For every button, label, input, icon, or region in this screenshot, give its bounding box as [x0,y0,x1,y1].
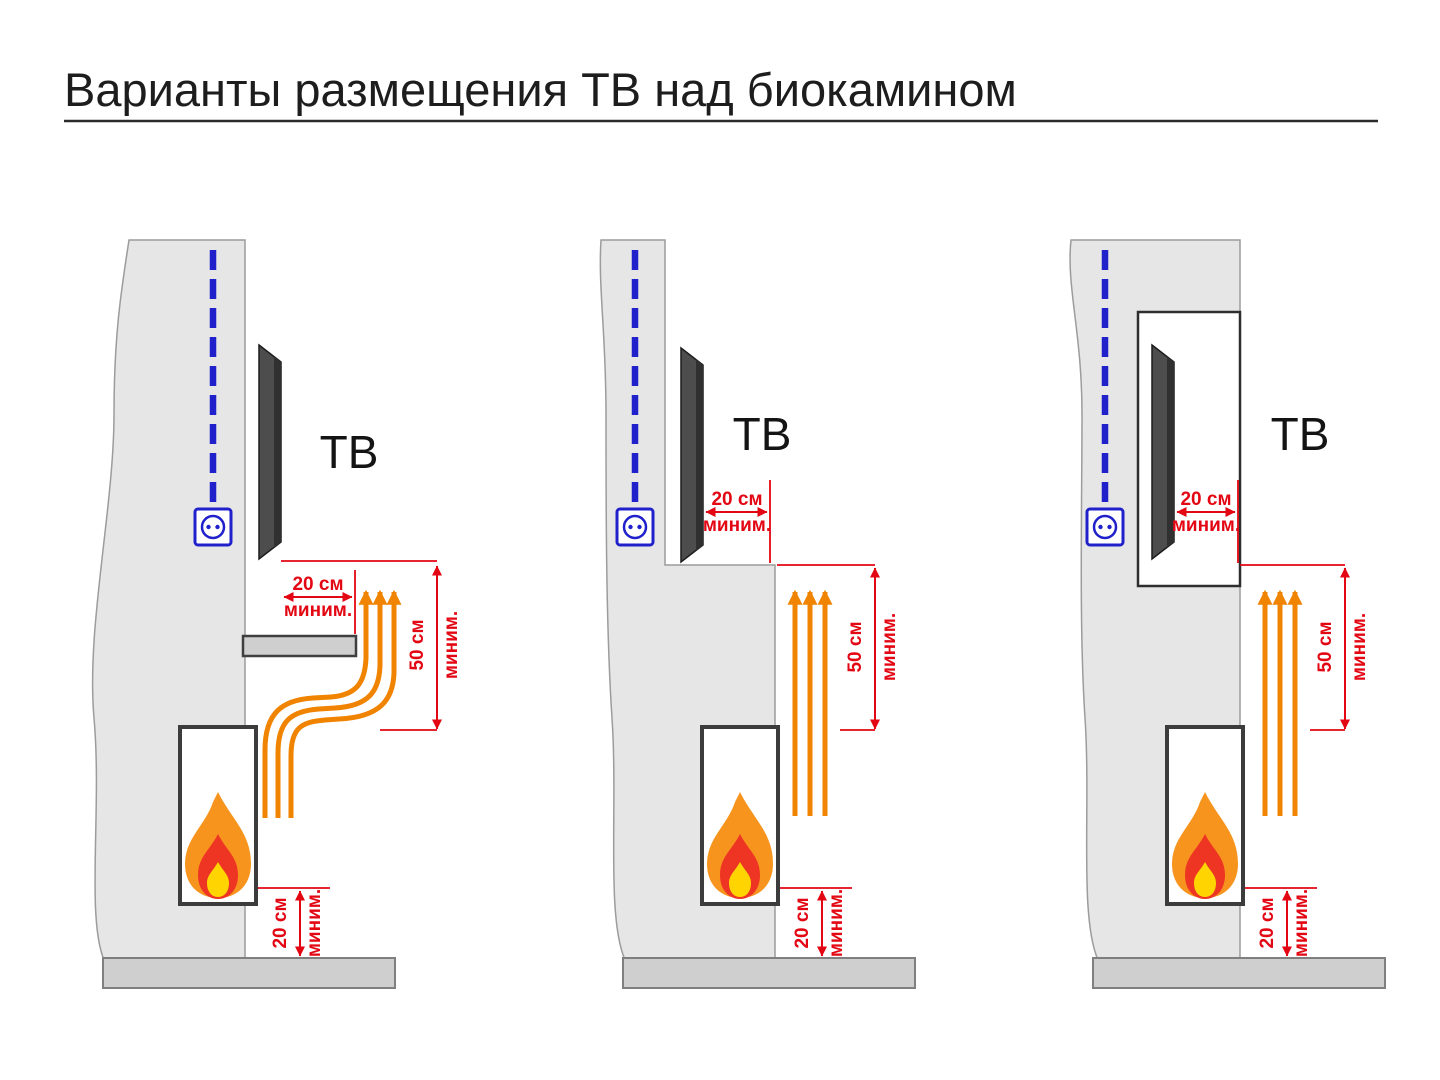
power-outlet-icon [193,507,233,547]
tv-label: ТВ [1271,408,1330,460]
panel-variant-1-shelf: ТВ 20 см миним. 50 см миним. [91,239,462,989]
floor-gap-dimension: 20 см миним. [258,887,330,957]
dimension-value: 20 см [292,574,343,595]
fireplace [700,725,780,906]
panel-variant-2-step: ТВ 20 см миним. 50 см миним. 20 см миним… [599,239,916,989]
dimension-value: 50 см [407,619,428,670]
dimension-qualifier: миним. [879,613,900,681]
dimension-qualifier: миним. [304,889,325,957]
tv [680,347,704,563]
tv [1151,344,1175,560]
dimension-qualifier: миним. [1291,889,1312,957]
dimension-value: 50 см [845,621,866,672]
dimension-qualifier: миним. [441,611,462,679]
dimension-value: 20 см [1180,489,1231,510]
tv-gap-dimension: 20 см миним. [703,480,771,563]
power-outlet-icon [1085,507,1125,547]
floor [622,957,916,989]
dimension-value: 20 см [711,489,762,510]
tv-gap-dimension: 20 см миним. [281,560,437,634]
floor-gap-dimension: 20 см миним. [780,887,852,957]
airflow-arrows [1265,592,1295,816]
clearance-dimension: 50 см миним. [777,564,900,731]
tv-gap-dimension: 20 см миним. [1172,480,1240,563]
tv [258,344,282,560]
fireplace [1165,725,1245,906]
dimension-value: 20 см [1257,897,1278,948]
power-outlet-icon [615,507,655,547]
deflector-shelf [241,634,358,658]
airflow-arrows [262,589,402,818]
dimension-qualifier: миним. [703,515,771,536]
clearance-dimension: 50 см миним. [380,565,462,731]
fireplace [178,725,258,906]
dimension-value: 20 см [792,897,813,948]
dimension-qualifier: миним. [284,600,352,621]
page-title: Варианты размещения ТВ над биокамином [64,63,1017,116]
dimension-value: 20 см [270,897,291,948]
dimension-qualifier: миним. [1349,613,1370,681]
dimension-qualifier: миним. [1172,515,1240,536]
tv-label: ТВ [733,408,792,460]
tv-label: ТВ [320,426,379,478]
floor [1092,957,1386,989]
floor [102,957,396,989]
airflow-arrows [795,592,825,816]
panel-variant-3-niche: ТВ 20 см миним. 50 см миним. 20 см миним… [1069,239,1386,989]
dimension-value: 50 см [1315,621,1336,672]
dimension-qualifier: миним. [826,889,847,957]
clearance-dimension: 50 см миним. [1240,564,1370,731]
floor-gap-dimension: 20 см миним. [1245,887,1317,957]
